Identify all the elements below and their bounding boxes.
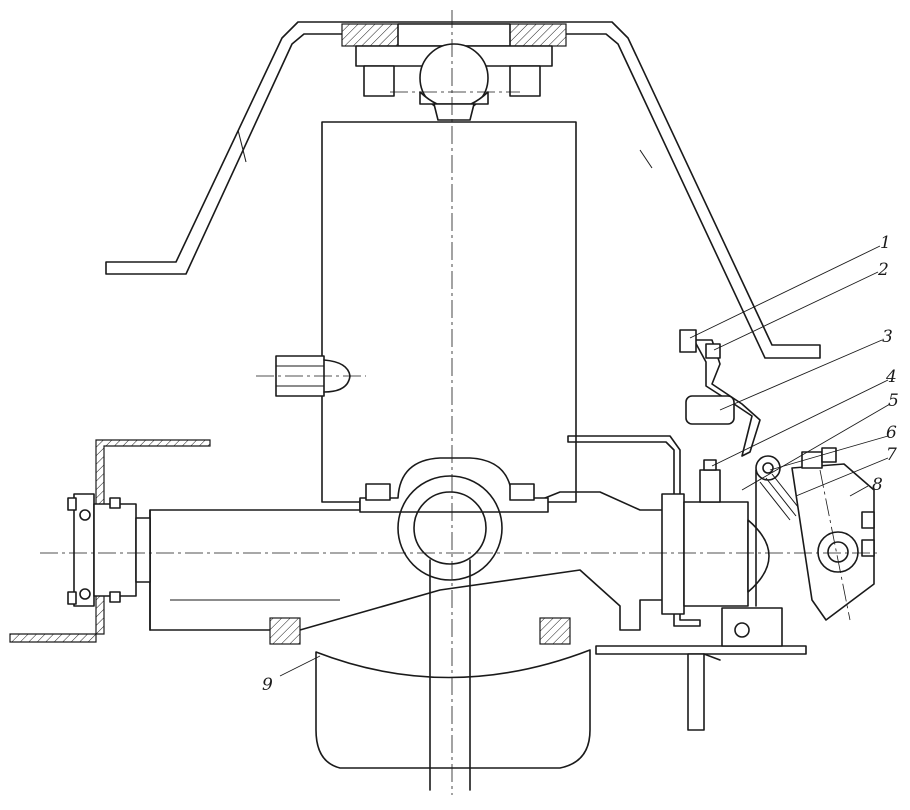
callout-3: 3 — [882, 327, 893, 347]
callout-2: 2 — [877, 260, 889, 280]
callout-7: 7 — [886, 445, 897, 465]
right-bracket-plate — [567, 435, 807, 731]
callout-6: 6 — [886, 423, 897, 443]
callout-5: 5 — [888, 391, 899, 411]
leader-lines — [279, 245, 891, 677]
callout-9: 9 — [262, 675, 273, 695]
bearing-cap — [359, 457, 549, 581]
sensor-valve-block — [791, 447, 875, 621]
callout-labels: 1 2 3 4 5 6 7 8 9 — [262, 233, 899, 695]
spring-pivot — [755, 455, 803, 607]
upper-frame-bracket — [105, 21, 821, 359]
right-shaft-end — [683, 459, 783, 647]
callout-4: 4 — [885, 367, 897, 387]
top-mounting-plate — [341, 23, 567, 121]
center-lines — [40, 10, 880, 795]
central-housing — [321, 121, 577, 503]
axle-beam — [149, 491, 669, 791]
callout-8: 8 — [872, 475, 883, 495]
left-flange-assembly — [9, 439, 211, 643]
lower-drum — [269, 617, 591, 769]
sensor-lever — [679, 329, 761, 457]
callout-1: 1 — [880, 233, 891, 253]
